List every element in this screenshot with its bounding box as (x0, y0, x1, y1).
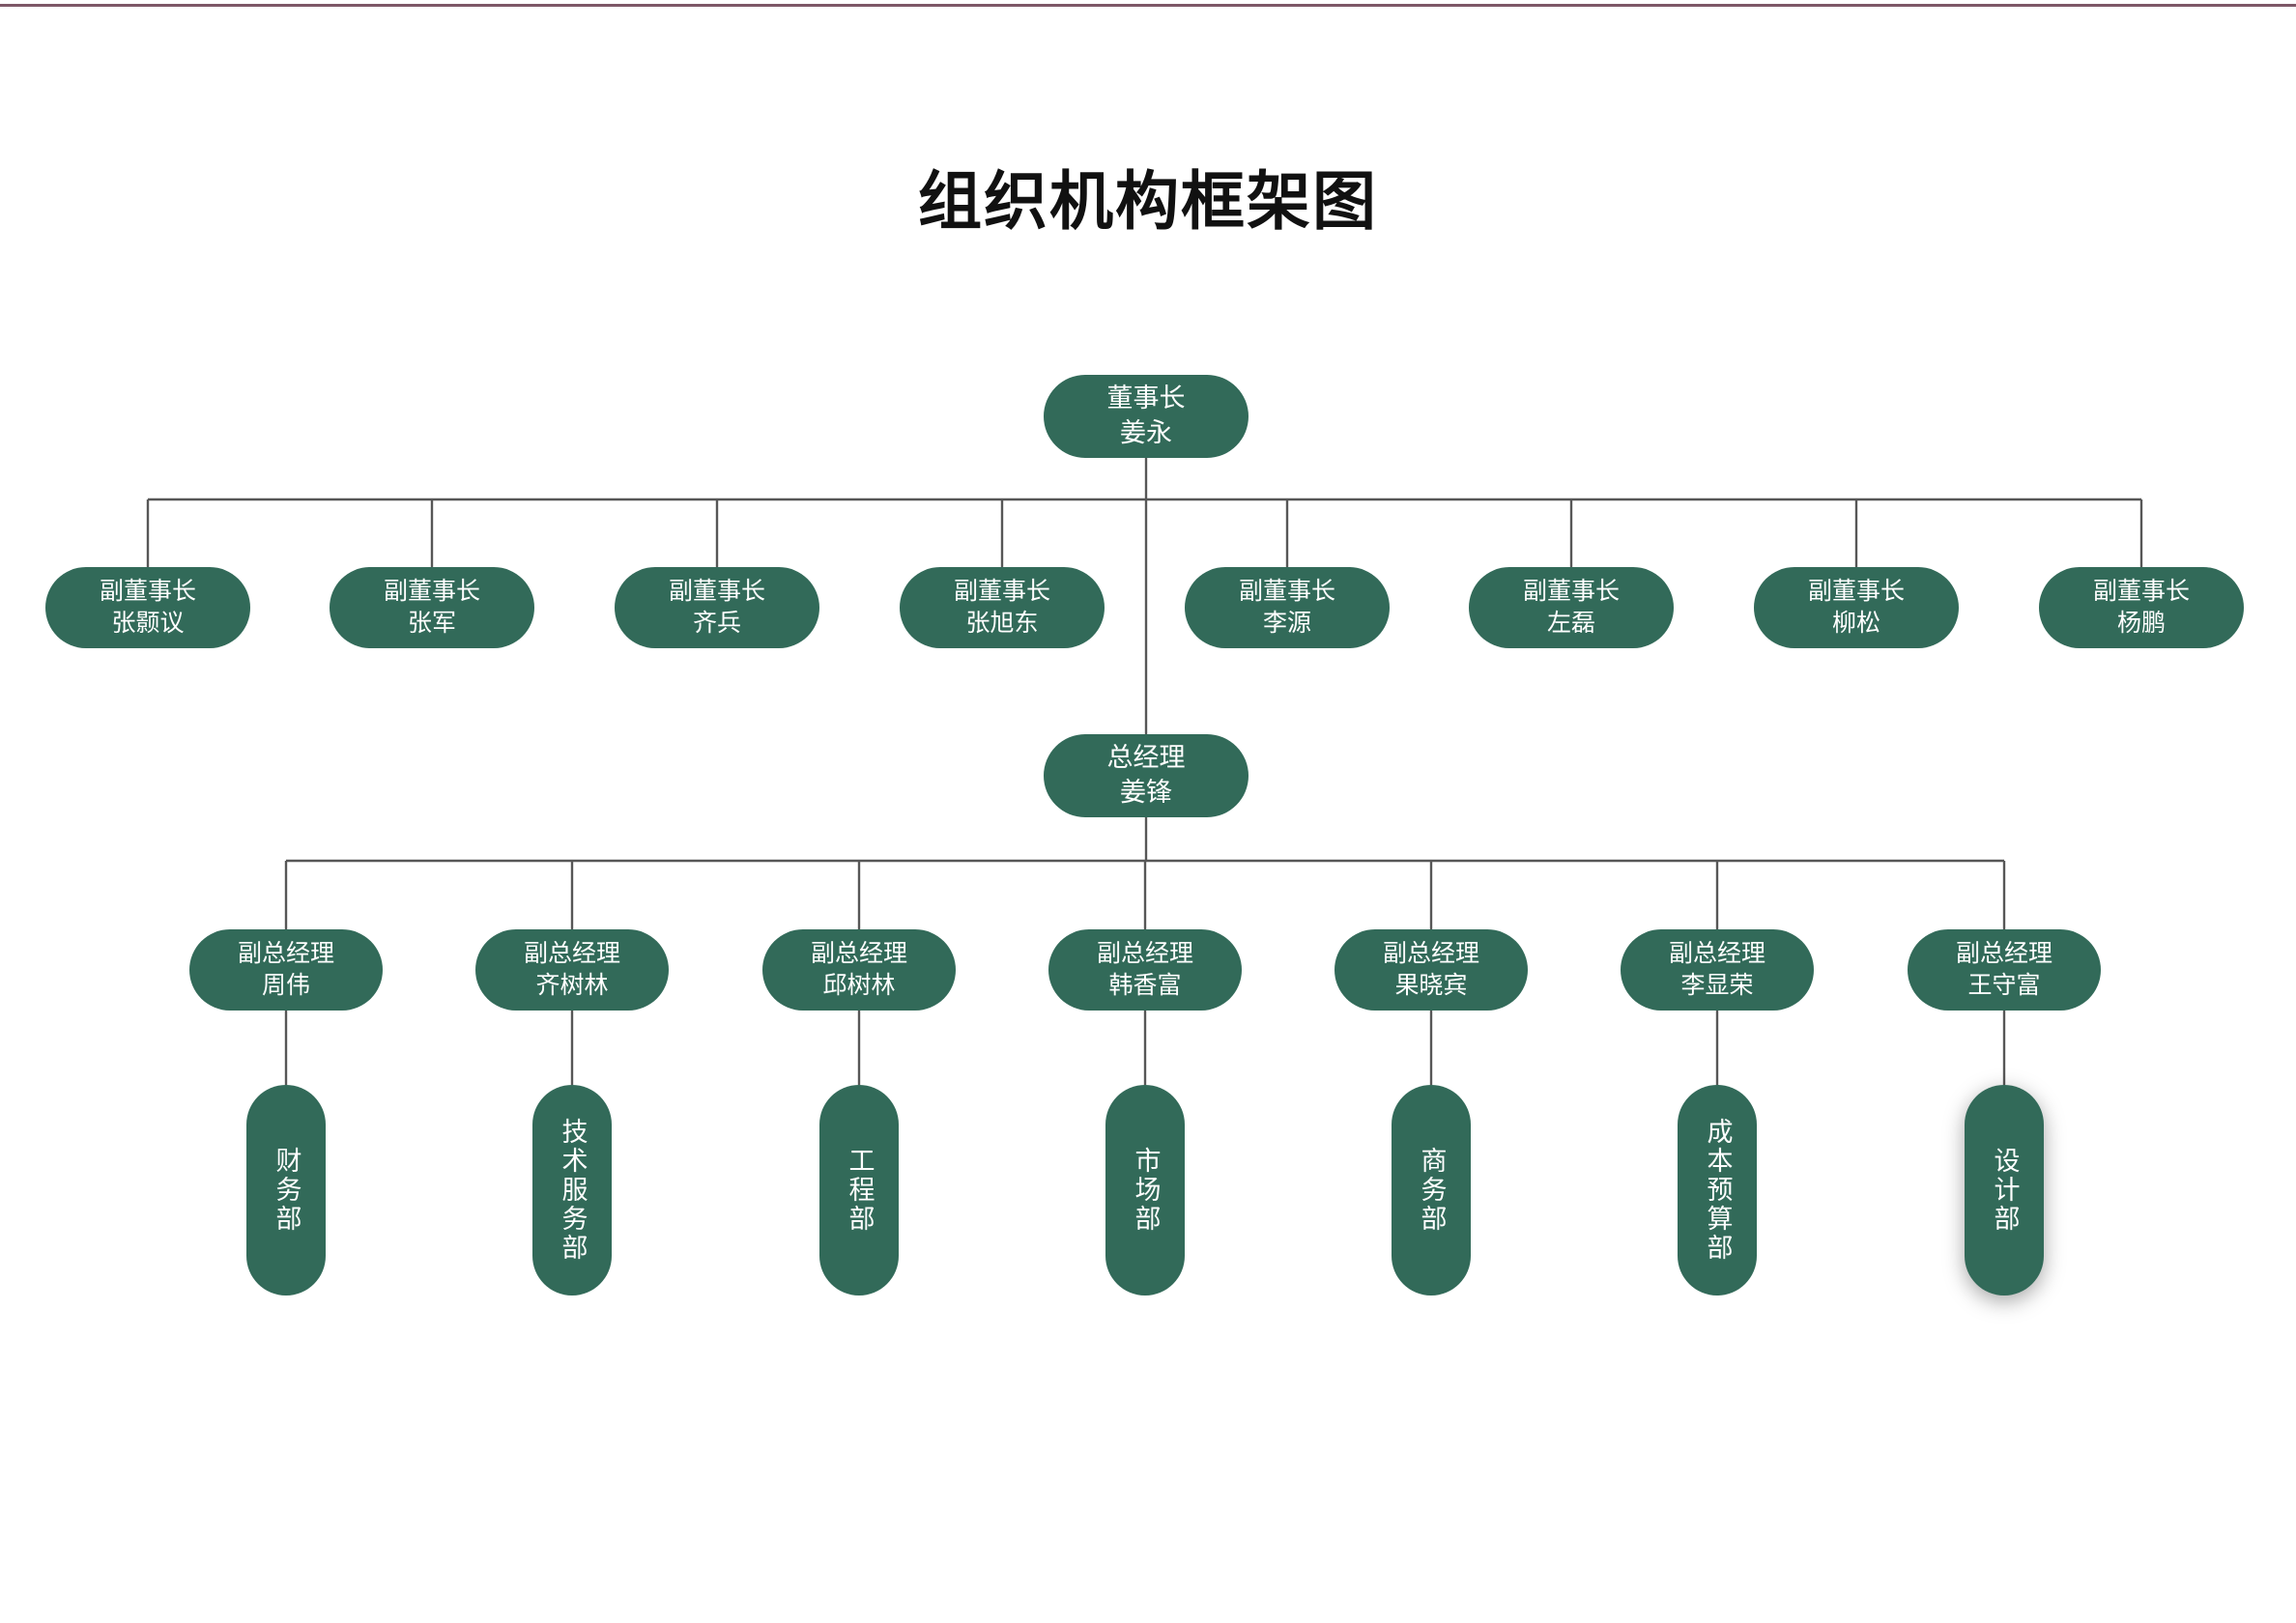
node-chairman[interactable]: 董事长姜永 (1044, 375, 1248, 458)
node-role-label: 总经理 (1106, 743, 1186, 773)
node-deputy-manager-1[interactable]: 副总经理齐树林 (475, 929, 669, 1011)
node-general-manager[interactable]: 总经理姜锋 (1044, 734, 1248, 817)
node-vice-chairman-1[interactable]: 副董事长张军 (330, 567, 534, 648)
node-department-2[interactable]: 工程部 (819, 1085, 899, 1296)
node-role-label: 副总经理 (810, 940, 907, 967)
node-person-label: 杨鹏 (2116, 610, 2166, 637)
node-vice-chairman-6[interactable]: 副董事长柳松 (1754, 567, 1959, 648)
node-role-label: 副总经理 (1096, 940, 1193, 967)
node-person-label: 齐树林 (535, 972, 609, 999)
node-role-label: 副董事长 (1238, 578, 1335, 605)
node-person-label: 周伟 (261, 972, 310, 999)
node-department-5[interactable]: 成本预算部 (1678, 1085, 1757, 1296)
node-department-0[interactable]: 财务部 (246, 1085, 326, 1296)
node-person-label: 姜锋 (1120, 778, 1172, 807)
node-deputy-manager-3[interactable]: 副总经理韩香富 (1048, 929, 1242, 1011)
node-role-label: 设计部 (1990, 1147, 2020, 1234)
node-person-label: 柳松 (1831, 610, 1880, 637)
node-vice-chairman-2[interactable]: 副董事长齐兵 (615, 567, 819, 648)
node-role-label: 董事长 (1106, 384, 1186, 413)
node-vice-chairman-7[interactable]: 副董事长杨鹏 (2039, 567, 2244, 648)
node-person-label: 李显荣 (1680, 972, 1754, 999)
node-vice-chairman-4[interactable]: 副董事长李源 (1185, 567, 1390, 648)
node-department-6[interactable]: 设计部 (1965, 1085, 2044, 1296)
node-person-label: 李源 (1262, 610, 1311, 637)
node-deputy-manager-4[interactable]: 副总经理果晓宾 (1335, 929, 1528, 1011)
node-vice-chairman-5[interactable]: 副董事长左磊 (1469, 567, 1674, 648)
page-title: 组织机构框架图 (918, 165, 1378, 237)
node-role-label: 副董事长 (383, 578, 480, 605)
node-person-label: 果晓宾 (1394, 972, 1468, 999)
top-rule-divider (0, 4, 2296, 7)
node-role-label: 副总经理 (1955, 940, 2052, 967)
node-role-label: 市场部 (1131, 1147, 1161, 1234)
node-role-label: 副总经理 (1382, 940, 1479, 967)
node-role-label: 技术服务部 (558, 1118, 588, 1263)
node-person-label: 齐兵 (692, 610, 741, 637)
node-person-label: 王守富 (1967, 972, 2041, 999)
node-role-label: 副总经理 (1668, 940, 1765, 967)
node-role-label: 副董事长 (953, 578, 1050, 605)
node-role-label: 副总经理 (523, 940, 620, 967)
node-person-label: 左磊 (1546, 610, 1595, 637)
node-deputy-manager-5[interactable]: 副总经理李显荣 (1621, 929, 1814, 1011)
node-role-label: 工程部 (845, 1147, 875, 1234)
node-role-label: 副总经理 (237, 940, 334, 967)
node-role-label: 财务部 (272, 1147, 301, 1234)
node-role-label: 副董事长 (1807, 578, 1905, 605)
node-vice-chairman-0[interactable]: 副董事长张颢议 (45, 567, 250, 648)
node-role-label: 副董事长 (668, 578, 765, 605)
node-person-label: 张军 (407, 610, 456, 637)
node-role-label: 商务部 (1417, 1147, 1447, 1234)
node-person-label: 张颢议 (111, 610, 185, 637)
node-deputy-manager-2[interactable]: 副总经理邱树林 (762, 929, 956, 1011)
node-department-3[interactable]: 市场部 (1105, 1085, 1185, 1296)
node-person-label: 张旭东 (965, 610, 1039, 637)
node-deputy-manager-6[interactable]: 副总经理王守富 (1908, 929, 2101, 1011)
node-person-label: 姜永 (1120, 418, 1172, 447)
node-role-label: 成本预算部 (1703, 1118, 1733, 1263)
node-vice-chairman-3[interactable]: 副董事长张旭东 (900, 567, 1105, 648)
node-person-label: 邱树林 (822, 972, 896, 999)
node-department-4[interactable]: 商务部 (1392, 1085, 1471, 1296)
node-department-1[interactable]: 技术服务部 (532, 1085, 612, 1296)
node-role-label: 副董事长 (99, 578, 196, 605)
node-role-label: 副董事长 (2092, 578, 2190, 605)
node-role-label: 副董事长 (1522, 578, 1620, 605)
node-person-label: 韩香富 (1108, 972, 1182, 999)
node-deputy-manager-0[interactable]: 副总经理周伟 (189, 929, 383, 1011)
